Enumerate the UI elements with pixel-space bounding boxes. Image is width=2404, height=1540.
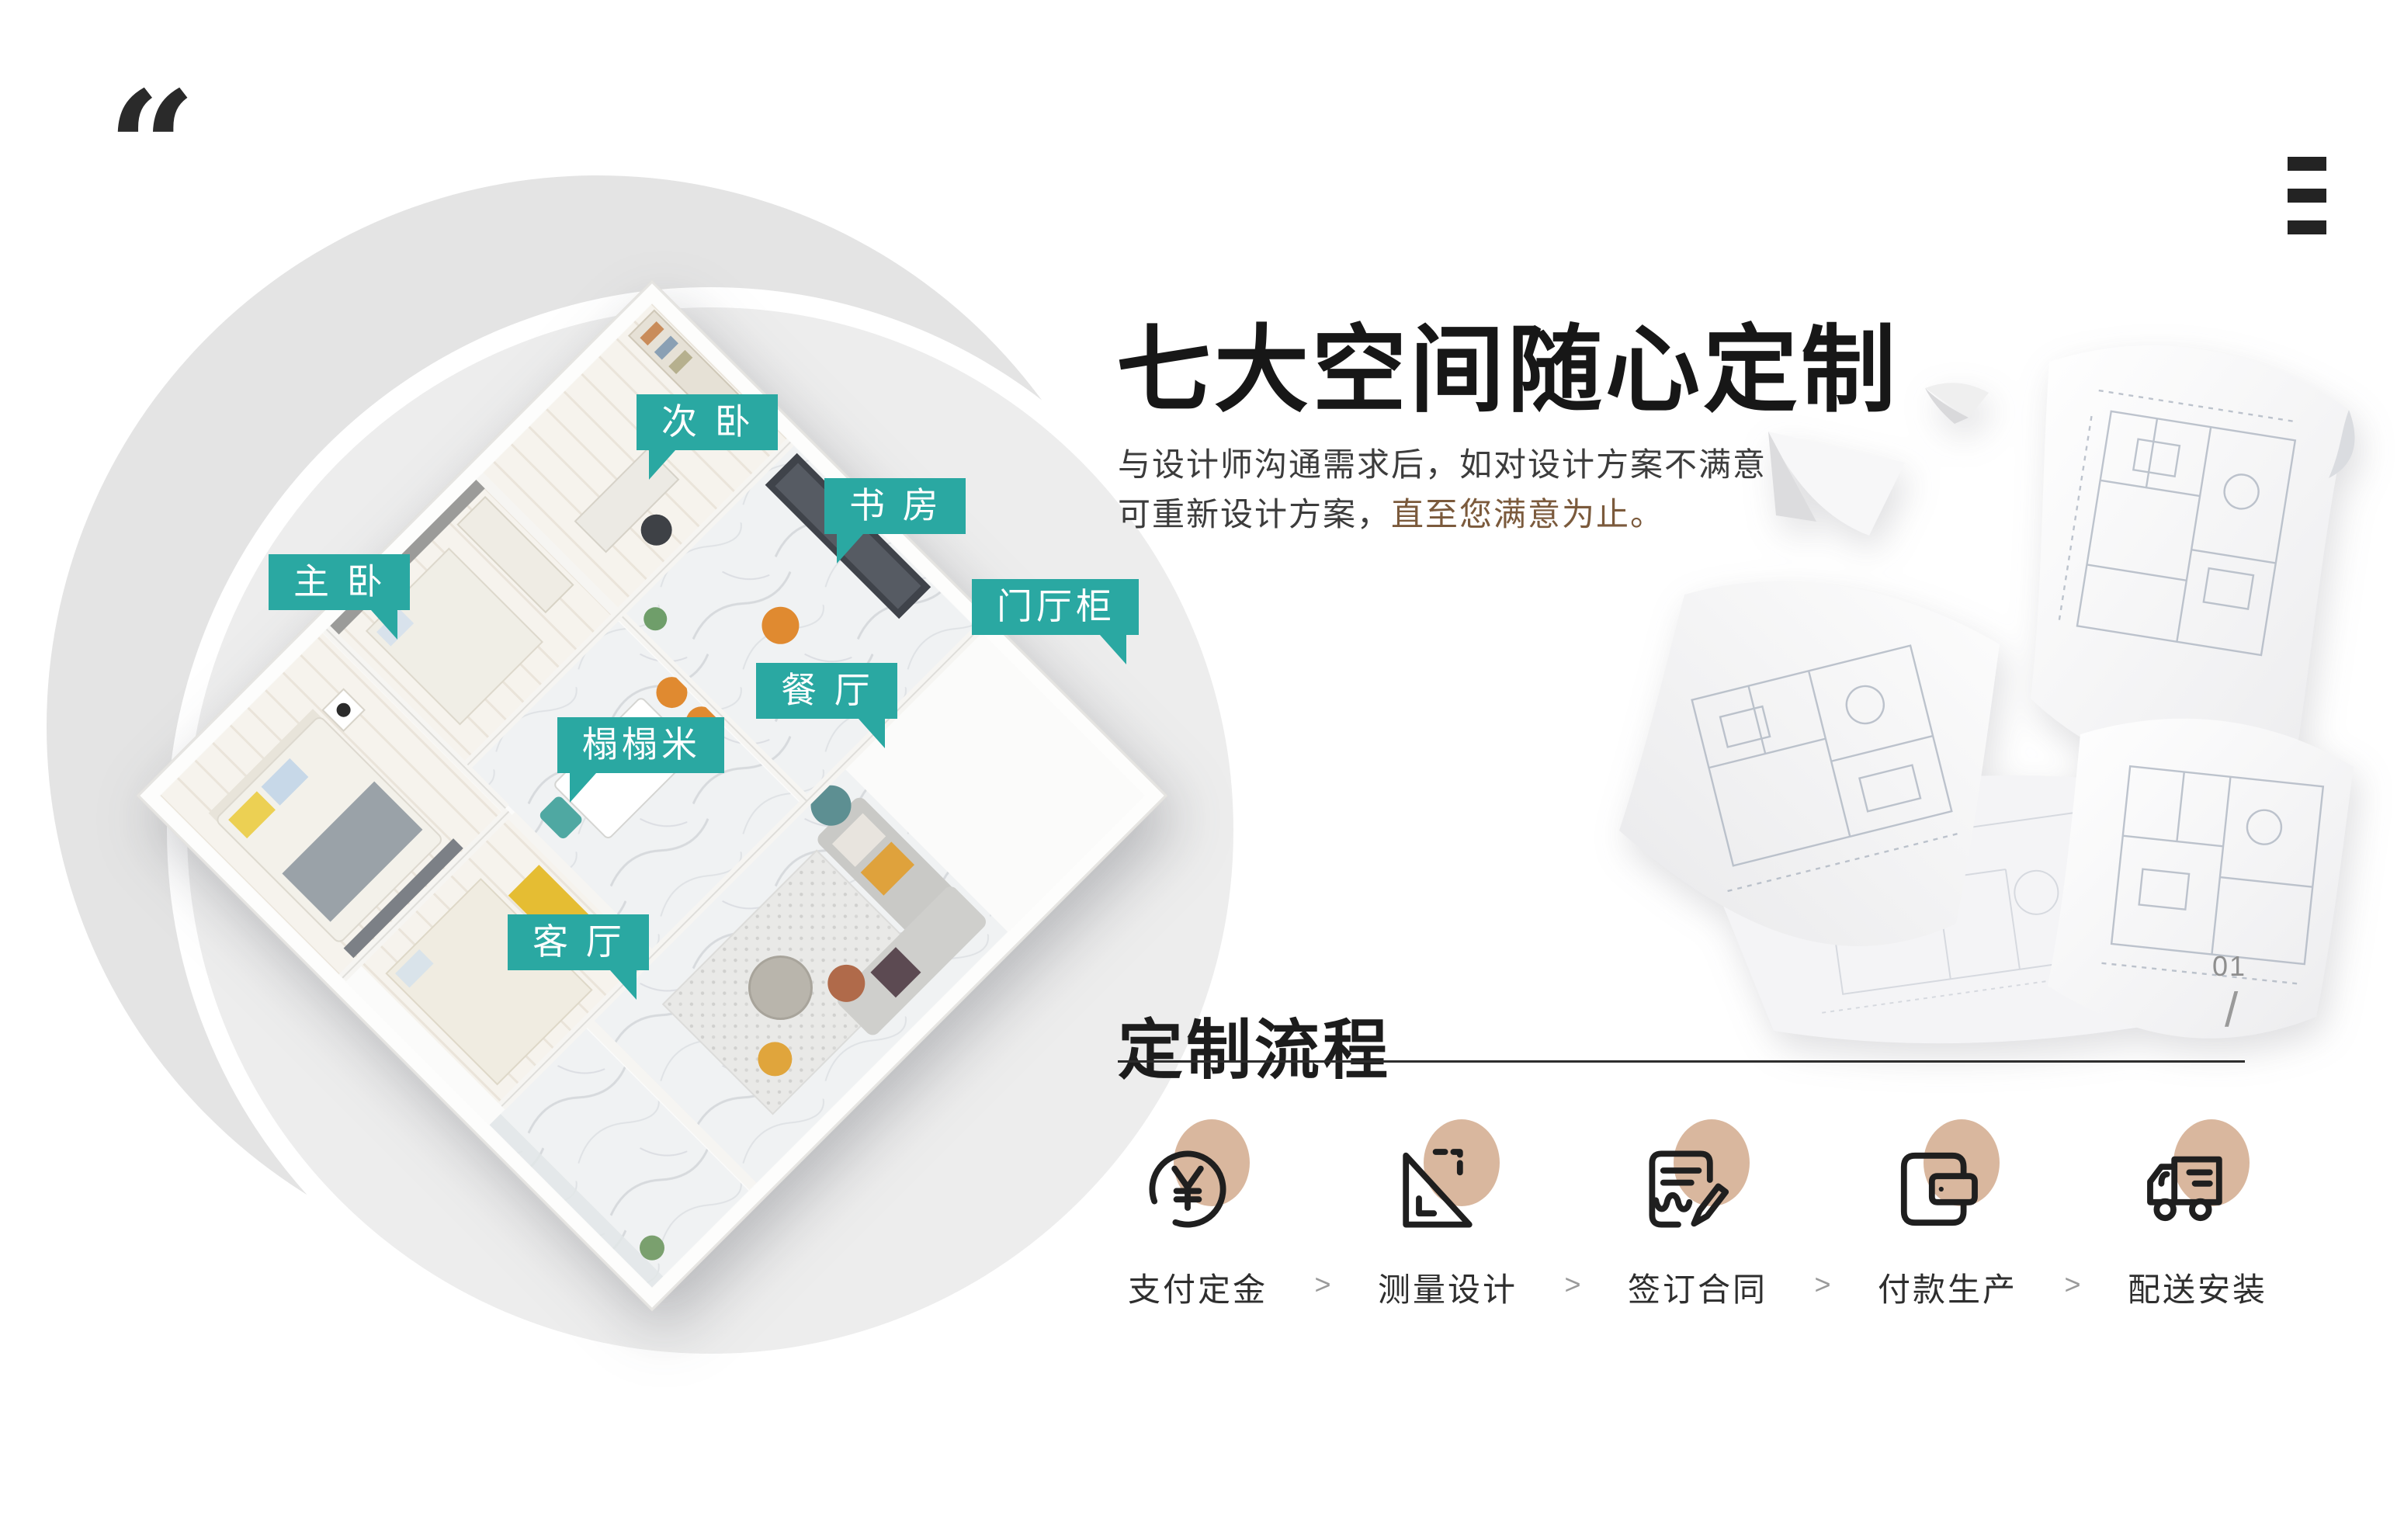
- step-sign-contract: 签订合同: [1608, 1119, 1787, 1311]
- truck-icon: [2147, 1156, 2222, 1222]
- step-separator-icon: >: [1814, 1268, 1831, 1300]
- step-icon-wrap: [1389, 1119, 1506, 1257]
- room-tag-master-bedroom: 主 卧: [269, 554, 410, 640]
- section-divider: [1118, 1060, 2245, 1063]
- step-separator-icon: >: [1564, 1268, 1581, 1300]
- menu-bar: [2288, 157, 2326, 171]
- subtitle-line1: 与设计师沟通需求后，如对设计方案不满意: [1118, 446, 1767, 483]
- step-icon-wrap: [1639, 1119, 1756, 1257]
- subtitle-highlight: 直至您满意为止。: [1391, 496, 1665, 532]
- subtitle-line2: 可重新设计方案，: [1118, 496, 1392, 532]
- step-label: 签订合同: [1627, 1271, 1767, 1308]
- step-label: 配送安装: [2127, 1271, 2267, 1308]
- quote-mark: “: [107, 57, 197, 240]
- step-icon-wrap: [2139, 1119, 2256, 1257]
- room-tag-secondary-bedroom: 次 卧: [637, 394, 778, 480]
- step-separator-icon: >: [1314, 1268, 1331, 1300]
- step-label: 支付定金: [1127, 1271, 1268, 1308]
- page-number-slash: /: [2225, 983, 2239, 1037]
- step-payment-production: 付款生产: [1858, 1119, 2037, 1311]
- hamburger-menu-icon[interactable]: [2288, 157, 2326, 234]
- page-title: 七大空间随心定制: [1116, 317, 1899, 423]
- icon-blob: [2173, 1119, 2250, 1206]
- room-tag-study: 书 房: [824, 478, 966, 564]
- section-heading: 定制流程: [1118, 1013, 1392, 1087]
- room-tag-dining-room: 餐 厅: [756, 663, 897, 749]
- yen-coin-icon: [1149, 1150, 1226, 1228]
- step-pay-deposit: 支付定金: [1108, 1119, 1287, 1311]
- wallet-icon: [1900, 1152, 1978, 1226]
- menu-bar: [2288, 220, 2326, 234]
- blueprint-papers: [1619, 345, 2355, 1044]
- step-measure-design: 测量设计: [1358, 1119, 1537, 1311]
- page-number: 01: [2212, 950, 2247, 982]
- set-square-icon: [1403, 1149, 1473, 1228]
- contract-pen-icon: [1649, 1150, 1729, 1228]
- step-icon-wrap: [1140, 1119, 1256, 1257]
- room-tag-living-room: 客 厅: [508, 914, 649, 1001]
- step-separator-icon: >: [2064, 1268, 2081, 1300]
- step-delivery-install: 配送安装: [2108, 1119, 2287, 1311]
- step-label: 测量设计: [1377, 1271, 1518, 1308]
- step-label: 付款生产: [1877, 1271, 2017, 1308]
- process-steps: 支付定金 > 测量设计 >: [1108, 1119, 2296, 1311]
- room-tag-hallway-cabinet: 门厅柜: [972, 579, 1139, 665]
- room-tag-tatami: 榻榻米: [557, 717, 724, 803]
- apartment-floorplan-render: [136, 279, 1168, 1312]
- step-icon-wrap: [1889, 1119, 2006, 1257]
- page-subtitle: 与设计师沟通需求后，如对设计方案不满意 可重新设计方案，直至您满意为止。: [1118, 440, 1767, 539]
- menu-bar: [2288, 189, 2326, 203]
